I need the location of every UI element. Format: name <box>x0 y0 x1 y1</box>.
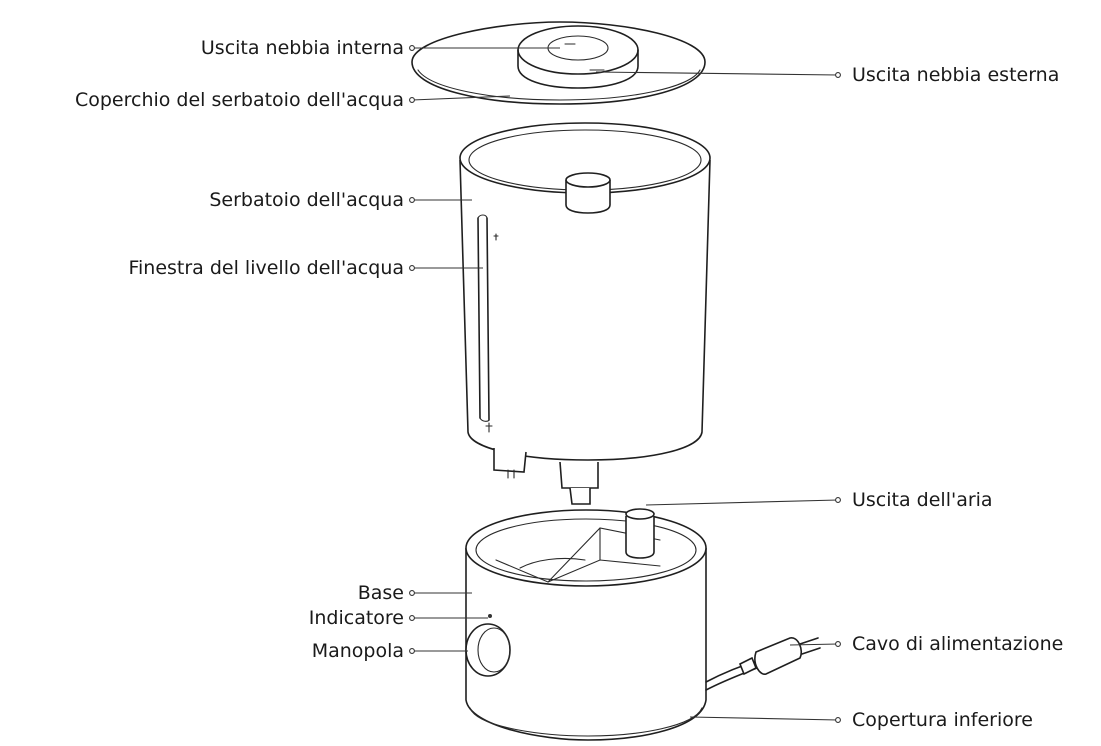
label-outer-mist-outlet: Uscita nebbia esterna <box>852 63 1059 87</box>
label-tank-lid: Coperchio del serbatoio dell'acqua <box>75 88 404 112</box>
label-knob: Manopola <box>312 639 404 663</box>
water-tank-drawing <box>460 123 710 504</box>
label-bottom-cover: Copertura inferiore <box>852 708 1033 732</box>
label-water-tank: Serbatoio dell'acqua <box>209 188 404 212</box>
label-indicator: Indicatore <box>309 606 404 630</box>
label-base: Base <box>358 581 404 605</box>
label-water-level-window: Finestra del livello dell'acqua <box>128 256 404 280</box>
label-power-cord: Cavo di alimentazione <box>852 632 1063 656</box>
label-air-outlet: Uscita dell'aria <box>852 488 993 512</box>
tank-lid-drawing <box>412 22 705 104</box>
label-inner-mist-outlet: Uscita nebbia interna <box>201 36 404 60</box>
base-drawing <box>466 509 820 740</box>
